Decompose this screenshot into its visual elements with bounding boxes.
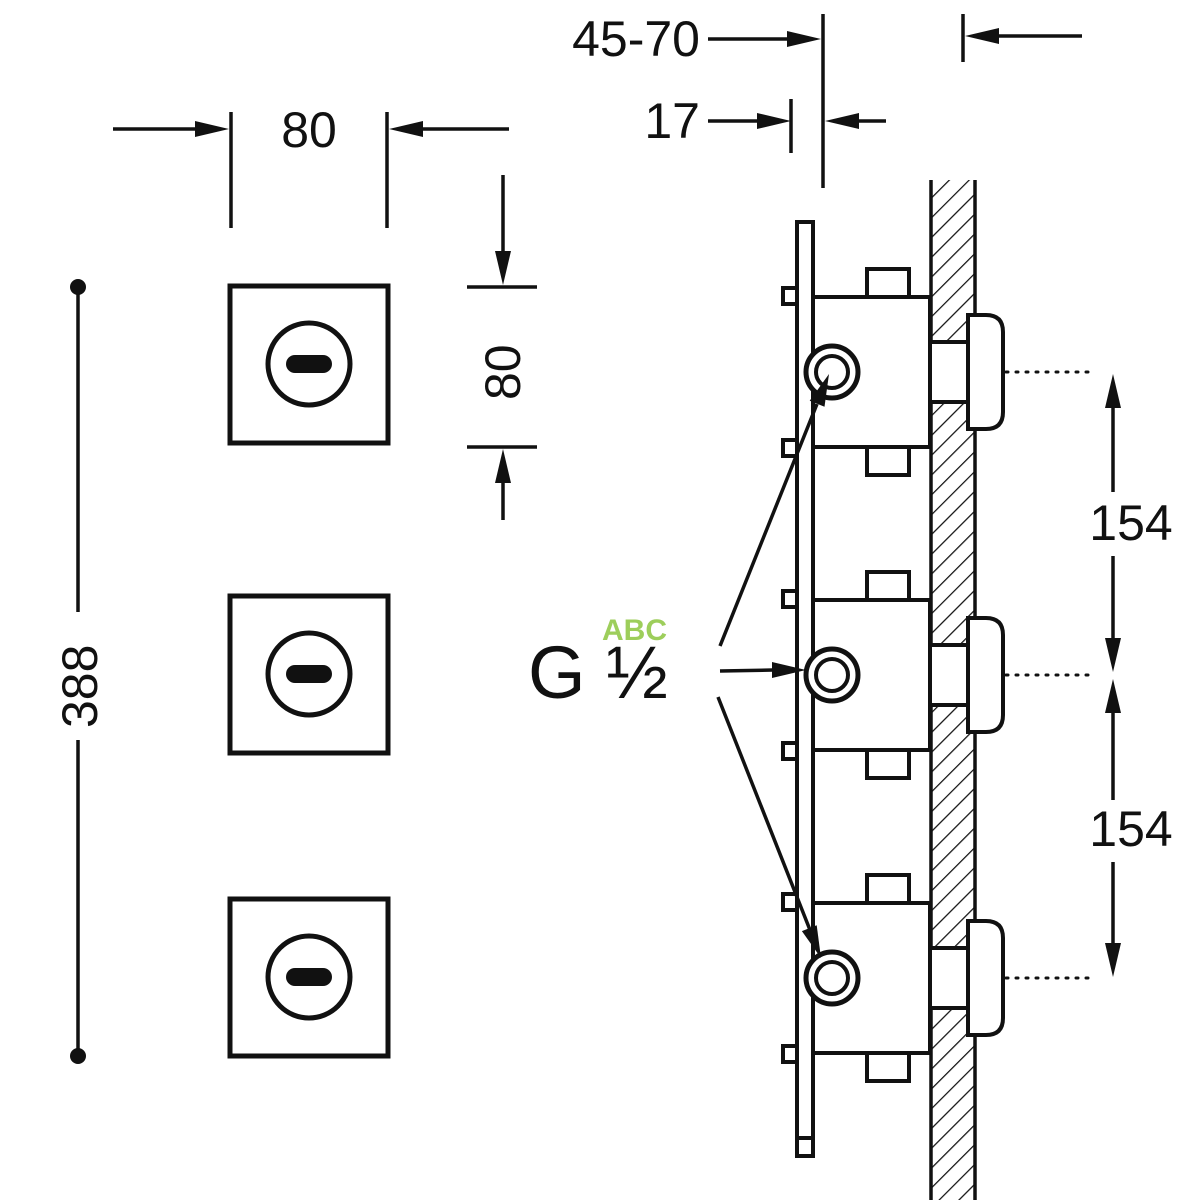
- leader-arrow-middle: [772, 662, 806, 678]
- arrow-up: [1105, 374, 1121, 408]
- front-view: 388 80 80: [52, 102, 537, 1064]
- valve-body-top: [781, 267, 1005, 477]
- dim-trim-thickness-label: 17: [644, 93, 700, 149]
- body-tab-bottom: [865, 445, 911, 477]
- thread-size-label: G ½: [528, 631, 668, 714]
- centerlines: [1004, 370, 1092, 980]
- plate-foot: [795, 1136, 815, 1158]
- spindle: [928, 643, 972, 707]
- dim-trim-thickness: 17: [644, 93, 886, 153]
- knob-slot: [286, 355, 332, 373]
- arrow-down: [1105, 638, 1121, 672]
- body-tab-top: [865, 873, 911, 905]
- arrow-right: [195, 121, 229, 137]
- plate-lug: [781, 286, 799, 306]
- thread-callout: G ½: [528, 374, 829, 958]
- dim-installation-depth: 45-70: [572, 11, 1082, 188]
- side-view: 45-70 17 G ½ 15: [528, 11, 1173, 1200]
- trim-cap: [966, 919, 1005, 1037]
- leader-arrow-bottom: [801, 925, 821, 958]
- knob-slot: [286, 665, 332, 683]
- watermark-text: ABC: [602, 614, 667, 647]
- dim-end-dot: [70, 279, 86, 295]
- valve-body-bottom: [781, 873, 1005, 1083]
- spindle: [928, 946, 972, 1010]
- dim-plate-height: 80: [467, 175, 537, 520]
- arrow-left: [965, 28, 999, 44]
- arrow-right: [787, 31, 821, 47]
- dim-outlet-spacing-upper: 154: [1089, 374, 1173, 672]
- port-inner: [814, 354, 850, 390]
- arrow-down: [495, 251, 511, 285]
- dim-outlet-spacing-upper-label: 154: [1089, 495, 1172, 551]
- knob-slot: [286, 968, 332, 986]
- plate-lug: [781, 438, 799, 458]
- dim-outlet-spacing-lower: 154: [1089, 679, 1173, 977]
- arrow-down: [1105, 943, 1121, 977]
- trim-plate-bottom: [227, 896, 391, 1059]
- arrow-left: [825, 113, 859, 129]
- dim-plate-width: 80: [113, 102, 509, 228]
- plate-lug: [781, 892, 799, 912]
- dim-plate-height-label: 80: [475, 344, 531, 400]
- arrow-right: [757, 113, 791, 129]
- port-inner: [814, 657, 850, 693]
- trim-cap: [966, 616, 1005, 734]
- port-inner: [814, 960, 850, 996]
- plate-lug: [781, 741, 799, 761]
- arrow-up: [495, 449, 511, 483]
- dim-outlet-spacing-lower-label: 154: [1089, 801, 1172, 857]
- arrow-up: [1105, 679, 1121, 713]
- dim-overall-height-label: 388: [52, 645, 108, 728]
- spindle: [928, 340, 972, 404]
- dim-plate-width-label: 80: [281, 102, 337, 158]
- trim-plate-top: [227, 283, 391, 446]
- arrow-left: [389, 121, 423, 137]
- dim-end-dot: [70, 1048, 86, 1064]
- body-tab-bottom: [865, 1051, 911, 1083]
- plate-lug: [781, 589, 799, 609]
- plate-lug: [781, 1044, 799, 1064]
- dim-overall-height: 388: [52, 279, 108, 1064]
- leader-arrow-top: [809, 374, 829, 407]
- valve-body-middle: [781, 570, 1005, 780]
- dim-installation-depth-label: 45-70: [572, 11, 700, 67]
- body-tab-top: [865, 570, 911, 602]
- body-tab-top: [865, 267, 911, 299]
- trim-cap: [966, 313, 1005, 431]
- body-tab-bottom: [865, 748, 911, 780]
- trim-plate-middle: [227, 593, 391, 756]
